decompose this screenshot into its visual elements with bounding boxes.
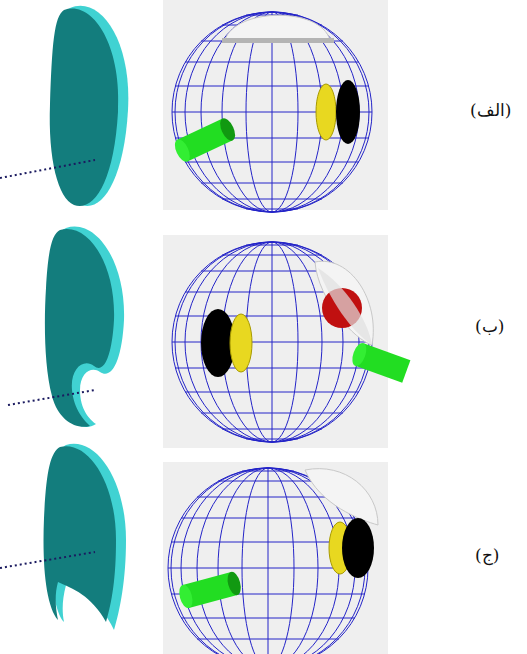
- lens-full: [0, 6, 128, 206]
- eye-model-c: [163, 462, 388, 654]
- eye-model-b: [163, 235, 410, 448]
- lens-cut: [0, 444, 126, 630]
- eye-model-a: [163, 0, 388, 212]
- row-label: (ب): [475, 316, 504, 336]
- lens-notched: [8, 227, 124, 427]
- row-label: (الف): [470, 100, 511, 120]
- row-label: (ج): [475, 545, 499, 565]
